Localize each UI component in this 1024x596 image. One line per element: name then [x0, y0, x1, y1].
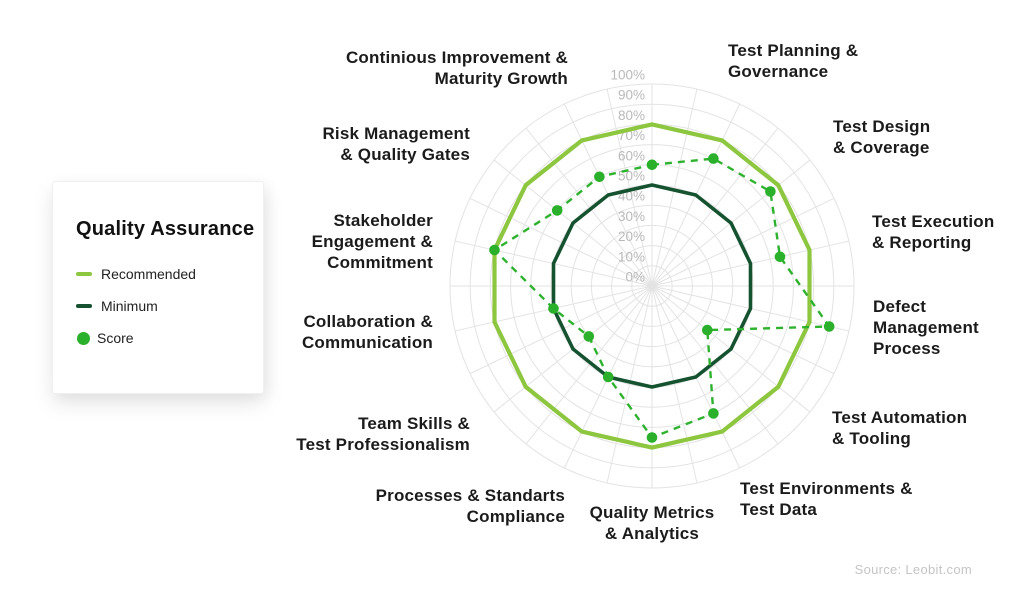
series-recommended [492, 122, 812, 450]
score-point [774, 251, 786, 263]
category-label-8: Processes & Standarts Compliance [375, 486, 565, 526]
score-dot-swatch-icon [77, 331, 90, 345]
score-point [583, 331, 595, 342]
radial-tick-label: 10% [618, 249, 645, 264]
legend-card: Quality Assurance Recommended Minimum Sc… [52, 181, 264, 394]
radial-tick-label: 90% [618, 88, 645, 103]
radial-tick-labels: 0%10%20%30%40%50%60%70%80%90%100% [610, 68, 645, 285]
score-point [708, 153, 719, 164]
legend-item-label: Recommended [101, 266, 196, 282]
score-point [551, 205, 563, 216]
category-label-5: Test Automation & Tooling [832, 408, 968, 448]
score-point [602, 371, 614, 383]
radial-tick-label: 30% [618, 209, 645, 224]
legend-item-recommended: Recommended [76, 266, 196, 282]
score-point [489, 244, 500, 256]
minimum-line-swatch-icon [76, 304, 92, 308]
score-point [646, 159, 658, 171]
category-label-3: Test Execution & Reporting [872, 212, 995, 252]
category-label-6: Test Environments & Test Data [740, 479, 913, 519]
category-label-10: Collaboration & Communication [301, 312, 433, 352]
category-label-11: Stakeholder Engagement & Commitment [311, 211, 433, 272]
series-minimum [551, 183, 753, 389]
category-label-4: Defect Management Process [873, 297, 979, 358]
category-label-13: Continious Improvement & Maturity Growth [345, 48, 568, 88]
category-label-2: Test Design & Coverage [833, 117, 931, 157]
legend-item-label: Minimum [101, 298, 158, 314]
radial-tick-label: 0% [625, 270, 645, 285]
radial-tick-label: 80% [618, 108, 645, 123]
score-points [489, 153, 835, 443]
category-label-9: Team Skills & Test Professionalism [296, 414, 470, 454]
category-label-12: Risk Management & Quality Gates [322, 124, 470, 164]
category-label-7: Quality Metrics & Analytics [589, 503, 715, 543]
legend-item-label: Score [97, 330, 134, 346]
score-point [594, 171, 605, 183]
recommended-line-swatch-icon [76, 272, 92, 276]
legend-title: Quality Assurance [76, 218, 255, 240]
score-point [765, 186, 776, 197]
radial-tick-label: 100% [610, 68, 645, 83]
radial-tick-label: 60% [618, 148, 645, 163]
category-label-1: Test Planning & Governance [728, 41, 859, 81]
grid-spokes [450, 84, 854, 488]
source-note: Source: Leobit.com [854, 562, 972, 577]
legend-item-score: Score [76, 330, 134, 346]
score-point [548, 303, 559, 314]
score-point [823, 321, 835, 332]
radial-tick-label: 20% [618, 229, 645, 244]
score-point [702, 324, 713, 336]
score-point [708, 408, 719, 419]
legend-item-minimum: Minimum [76, 298, 158, 314]
score-point [646, 432, 658, 443]
